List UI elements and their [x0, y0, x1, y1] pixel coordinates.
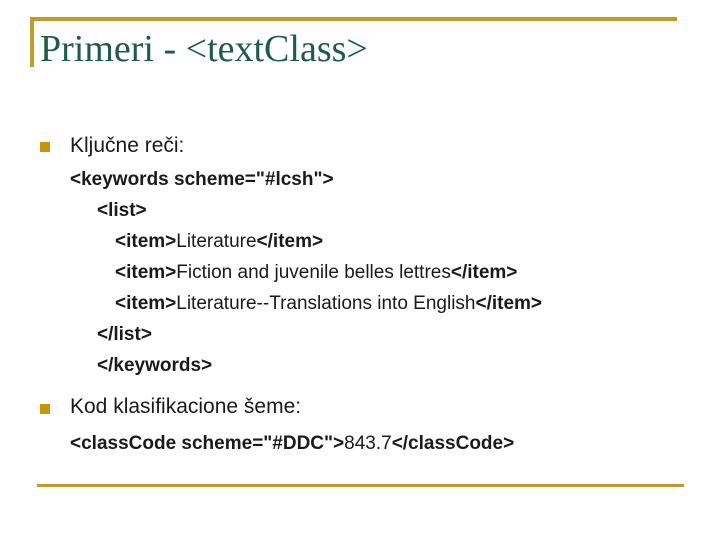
xml-tag: </item> [450, 262, 518, 283]
xml-tag: </item> [475, 293, 543, 314]
xml-tag: <item> [115, 262, 177, 283]
code-line-keywords-open: <keywords scheme="#lcsh"> [70, 164, 542, 195]
top-gold-rule [30, 17, 677, 21]
xml-text: Literature--Translations into English [176, 293, 476, 314]
xml-tag: <keywords scheme="#lcsh"> [70, 169, 334, 190]
xml-tag: <item> [115, 231, 177, 252]
xml-tag: </list> [97, 324, 152, 345]
code-line-keywords-close: </keywords> [70, 350, 542, 381]
bullet-square-icon [40, 142, 50, 152]
xml-text: Fiction and juvenile belles lettres [176, 262, 451, 283]
keywords-code-block: <keywords scheme="#lcsh"> <list> <item>L… [70, 164, 542, 381]
code-line-list-close: </list> [70, 319, 542, 350]
xml-tag: <classCode scheme="#DDC"> [70, 433, 345, 454]
xml-tag: </item> [256, 231, 324, 252]
code-line-classcode: <classCode scheme="#DDC">843.7</classCod… [70, 428, 514, 459]
bullet-classcode-label: Kod klasifikacione šeme: [70, 395, 302, 418]
code-line-item-1: <item>Literature</item> [70, 226, 542, 257]
xml-tag: </classCode> [391, 433, 515, 454]
code-line-item-3: <item>Literature--Translations into Engl… [70, 288, 542, 319]
xml-tag: </keywords> [97, 355, 213, 376]
xml-tag: <list> [97, 200, 147, 221]
slide-title: Primeri - <textClass> [40, 28, 368, 70]
classcode-code-block: <classCode scheme="#DDC">843.7</classCod… [70, 428, 514, 459]
bottom-gold-rule [37, 484, 684, 487]
xml-tag: <item> [115, 293, 177, 314]
xml-text: Literature [176, 231, 257, 252]
code-line-item-2: <item>Fiction and juvenile belles lettre… [70, 257, 542, 288]
xml-text: 843.7 [344, 433, 392, 454]
left-gold-rule [30, 17, 34, 67]
bullet-square-icon [40, 404, 50, 414]
code-line-list-open: <list> [70, 195, 542, 226]
bullet-keywords-label: Ključne reči: [70, 134, 185, 157]
